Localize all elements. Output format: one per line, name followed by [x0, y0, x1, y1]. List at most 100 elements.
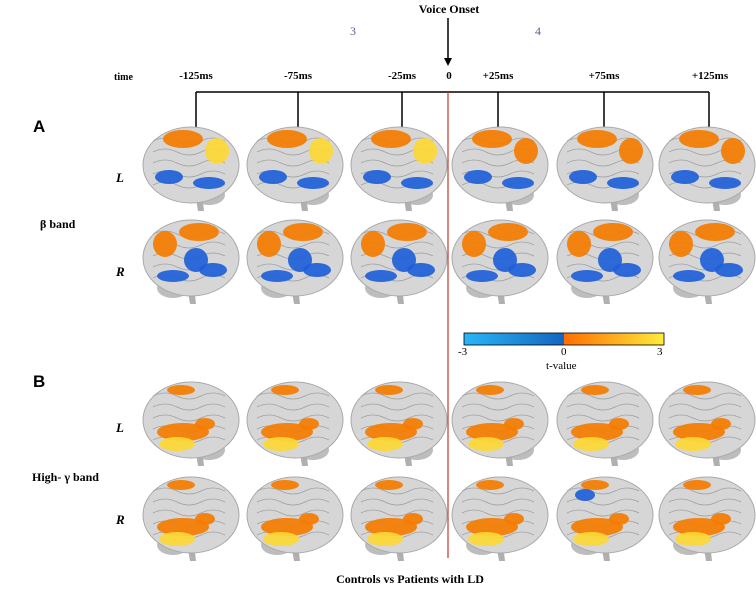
- brain-b-left-2: [350, 381, 448, 466]
- negative-cluster: [569, 170, 597, 184]
- brain-a-left-5: [658, 126, 756, 211]
- positive-cluster: [375, 385, 403, 395]
- negative-cluster: [363, 170, 391, 184]
- positive-cluster: [157, 518, 209, 536]
- positive-cluster: [514, 138, 538, 164]
- positive-cluster: [711, 418, 731, 430]
- sulcus: [461, 414, 535, 422]
- negative-cluster: [464, 170, 492, 184]
- colorbar-mid-label: 0: [561, 346, 567, 358]
- brain-a-right-2: [350, 219, 448, 304]
- row-label-a-right: R: [116, 264, 125, 279]
- positive-cluster: [367, 437, 403, 451]
- sulcus: [360, 509, 434, 517]
- positive-cluster: [679, 130, 719, 148]
- positive-cluster: [571, 423, 623, 441]
- positive-cluster: [159, 437, 195, 451]
- sulcus: [668, 403, 742, 411]
- negative-cluster: [392, 248, 416, 272]
- tick-label-1: -75ms: [283, 70, 313, 82]
- brain-b-right-5: [658, 476, 756, 561]
- positive-cluster: [163, 130, 203, 148]
- row-label-b-left: L: [116, 420, 124, 435]
- sulcus: [360, 392, 434, 400]
- brain-a-right-3: [451, 219, 549, 304]
- positive-cluster: [476, 480, 504, 490]
- colorbar-min-label: -3: [458, 346, 468, 358]
- sulcus: [152, 498, 226, 506]
- negative-cluster: [193, 177, 225, 189]
- sulcus: [256, 498, 330, 506]
- row-label-b-right: R: [116, 512, 125, 527]
- positive-cluster: [365, 518, 417, 536]
- colorbar-max-label: 3: [657, 346, 663, 358]
- positive-cluster: [581, 480, 609, 490]
- positive-cluster: [263, 532, 299, 546]
- sulcus: [668, 487, 742, 495]
- sulcus: [152, 403, 226, 411]
- positive-cluster: [468, 532, 504, 546]
- brain-b-left-1: [246, 381, 344, 466]
- positive-cluster: [367, 532, 403, 546]
- positive-cluster: [205, 138, 229, 164]
- positive-cluster: [361, 231, 385, 257]
- positive-cluster: [179, 223, 219, 241]
- positive-cluster: [683, 480, 711, 490]
- positive-cluster: [365, 423, 417, 441]
- negative-cluster: [598, 248, 622, 272]
- negative-cluster: [502, 177, 534, 189]
- negative-cluster: [673, 270, 705, 282]
- positive-cluster: [263, 437, 299, 451]
- segment-label-4: 4: [535, 24, 541, 38]
- brain-a-right-1: [246, 219, 344, 304]
- sulcus: [256, 403, 330, 411]
- negative-cluster: [493, 248, 517, 272]
- positive-cluster: [167, 385, 195, 395]
- positive-cluster: [271, 385, 299, 395]
- sulcus: [668, 509, 742, 517]
- positive-cluster: [573, 532, 609, 546]
- tick-label-zero: 0: [446, 70, 452, 82]
- positive-cluster: [462, 231, 486, 257]
- positive-cluster: [567, 231, 591, 257]
- sulcus: [152, 509, 226, 517]
- sulcus: [566, 509, 640, 517]
- negative-cluster: [700, 248, 724, 272]
- negative-cluster: [575, 489, 595, 501]
- sulcus: [360, 487, 434, 495]
- positive-cluster: [571, 518, 623, 536]
- positive-cluster: [504, 418, 524, 430]
- brain-b-left-5: [658, 381, 756, 466]
- row-label-a-left: L: [116, 170, 124, 185]
- sulcus: [152, 392, 226, 400]
- tick-label-3: +25ms: [482, 70, 514, 82]
- positive-cluster: [466, 423, 518, 441]
- positive-cluster: [267, 130, 307, 148]
- negative-cluster: [607, 177, 639, 189]
- brain-b-right-0: [142, 476, 240, 561]
- tick-label-4: +75ms: [588, 70, 620, 82]
- sulcus: [668, 392, 742, 400]
- tick-label-0: -125ms: [179, 70, 213, 82]
- positive-cluster: [299, 513, 319, 525]
- positive-cluster: [387, 223, 427, 241]
- tick-label-5: +125ms: [691, 70, 729, 82]
- sulcus: [461, 487, 535, 495]
- band-label-beta: β band: [40, 217, 76, 231]
- brain-a-left-0: [142, 126, 240, 211]
- sulcus: [152, 487, 226, 495]
- positive-cluster: [577, 130, 617, 148]
- brain-b-right-1: [246, 476, 344, 561]
- sulcus: [461, 403, 535, 411]
- sulcus: [256, 414, 330, 422]
- negative-cluster: [709, 177, 741, 189]
- brain-a-left-3: [451, 126, 549, 211]
- segment-label-3: 3: [350, 24, 356, 38]
- positive-cluster: [721, 138, 745, 164]
- positive-cluster: [159, 532, 195, 546]
- sulcus: [668, 414, 742, 422]
- sulcus: [668, 498, 742, 506]
- negative-cluster: [401, 177, 433, 189]
- sulcus: [360, 414, 434, 422]
- positive-cluster: [271, 480, 299, 490]
